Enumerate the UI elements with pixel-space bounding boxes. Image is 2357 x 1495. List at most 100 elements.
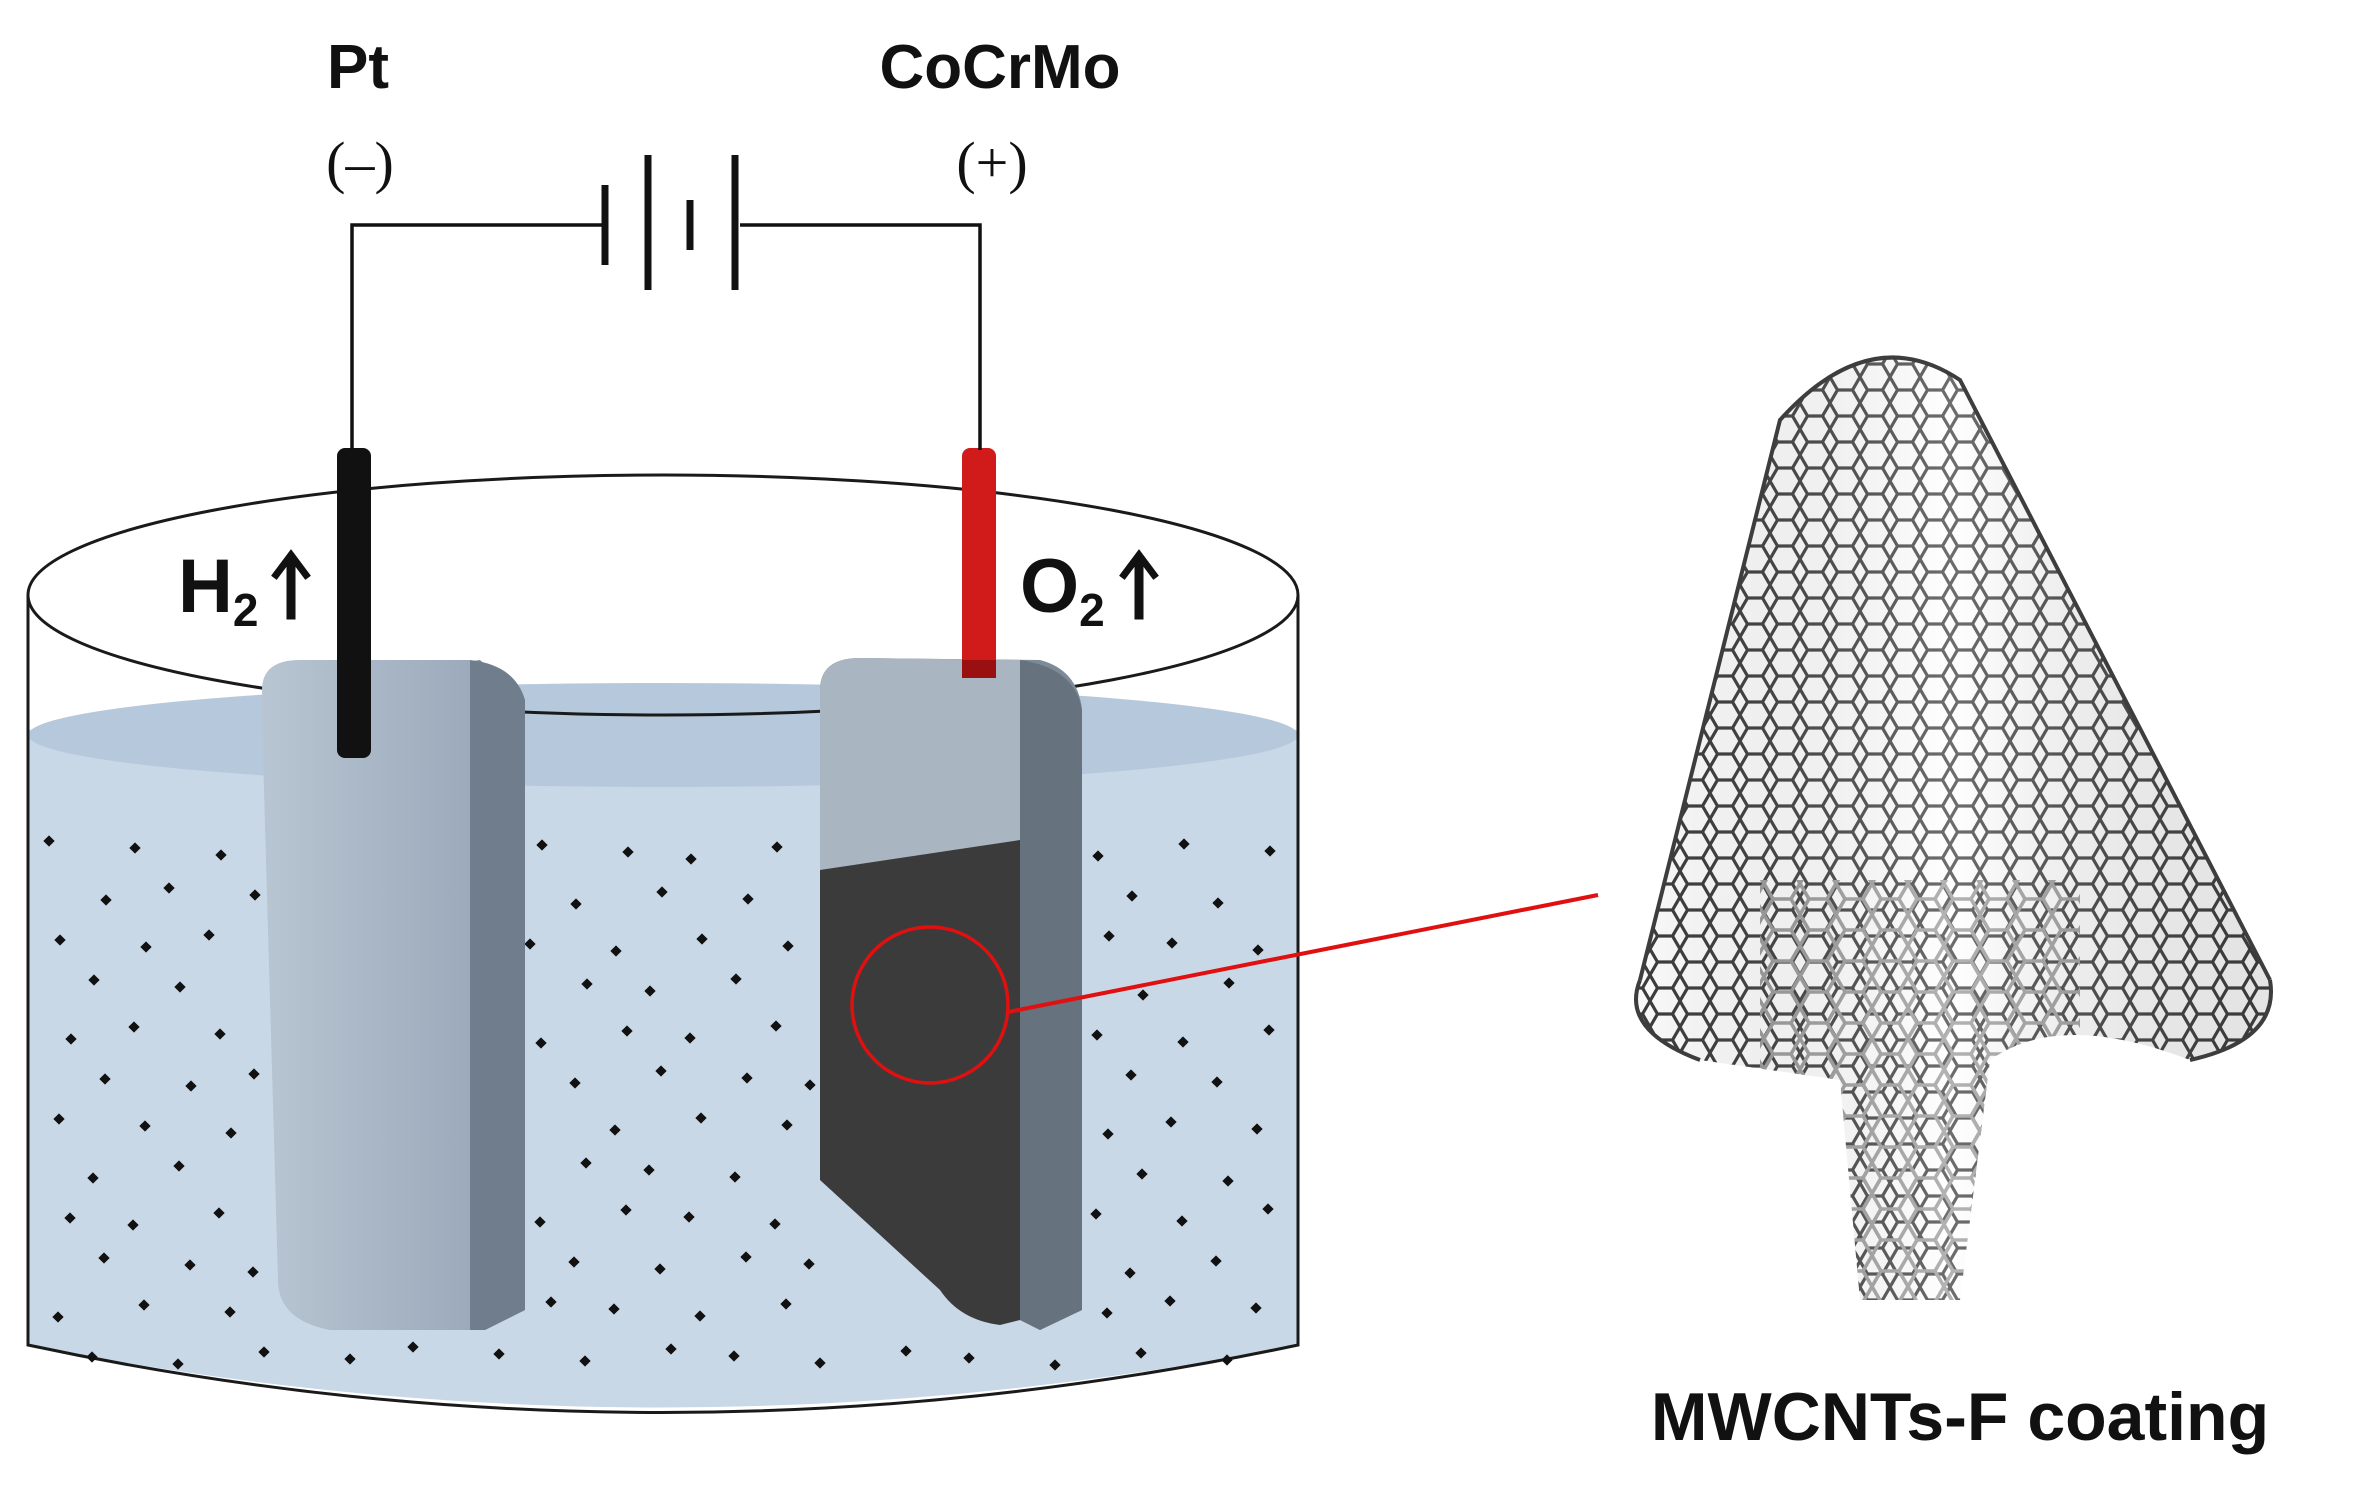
- anode-material-label: Pt: [327, 33, 389, 102]
- particle-dot: [1264, 845, 1276, 857]
- particle-dot: [643, 1164, 655, 1176]
- particle-dot: [1126, 890, 1138, 902]
- particle-dot: [609, 1124, 621, 1136]
- particle-dot: [568, 1256, 580, 1268]
- particle-dot: [728, 1350, 740, 1362]
- particle-dot: [536, 839, 548, 851]
- particle-dot: [1166, 937, 1178, 949]
- particle-dot: [741, 1072, 753, 1084]
- electrolyte: [28, 705, 1298, 1408]
- particle-dot: [579, 1355, 591, 1367]
- particle-dot: [1090, 1208, 1102, 1220]
- particle-dot: [780, 1298, 792, 1310]
- particle-dot: [1178, 838, 1190, 850]
- particle-dot: [696, 933, 708, 945]
- up-arrow-icon: [1119, 549, 1159, 620]
- particle-dot: [87, 1172, 99, 1184]
- coating-label: MWCNTs-F coating: [1651, 1379, 2269, 1455]
- particle-dot: [730, 973, 742, 985]
- particle-dot: [782, 940, 794, 952]
- particle-dot: [1251, 1123, 1263, 1135]
- particle-dot: [99, 1073, 111, 1085]
- particle-dot: [580, 1157, 592, 1169]
- particle-dot: [684, 1032, 696, 1044]
- gas-right-subscript: 2: [1079, 584, 1105, 636]
- particle-dot: [43, 835, 55, 847]
- particle-dot: [1103, 930, 1115, 942]
- particle-dot: [1177, 1036, 1189, 1048]
- particle-dot: [1176, 1215, 1188, 1227]
- particle-dot: [1164, 1295, 1176, 1307]
- particle-dot: [694, 1310, 706, 1322]
- particle-dot: [545, 1296, 557, 1308]
- particle-dot: [685, 853, 697, 865]
- particle-dot: [644, 985, 656, 997]
- particle-dot: [814, 1357, 826, 1369]
- particle-dot: [740, 1251, 752, 1263]
- particle-dot: [128, 1021, 140, 1033]
- particle-dot: [621, 1025, 633, 1037]
- particle-dot: [225, 1127, 237, 1139]
- particle-dot: [493, 1348, 505, 1360]
- gas-left-symbol: H: [178, 544, 233, 629]
- particle-dot: [163, 882, 175, 894]
- particle-dot: [781, 1119, 793, 1131]
- particle-dot: [1165, 1116, 1177, 1128]
- particle-dot: [174, 981, 186, 993]
- particle-dot: [1049, 1359, 1061, 1371]
- gas-left-label: H2: [178, 544, 258, 636]
- particle-dot: [213, 1207, 225, 1219]
- up-arrow-icon: [271, 549, 311, 620]
- particle-dot: [224, 1306, 236, 1318]
- particle-dot: [803, 1258, 815, 1270]
- particle-dot: [249, 889, 261, 901]
- particle-dot: [127, 1219, 139, 1231]
- particle-dot: [215, 849, 227, 861]
- cathode-polarity-label: (+): [956, 130, 1027, 195]
- particle-dot: [1223, 977, 1235, 989]
- particle-dot: [770, 1020, 782, 1032]
- particle-dot: [1210, 1255, 1222, 1267]
- particle-dot: [1263, 1024, 1275, 1036]
- particle-dot: [1222, 1175, 1234, 1187]
- particle-dot: [184, 1259, 196, 1271]
- particle-dot: [407, 1341, 419, 1353]
- negative-lead: [337, 448, 371, 758]
- particle-dot: [535, 1037, 547, 1049]
- particle-dot: [1137, 989, 1149, 1001]
- particle-dot: [138, 1299, 150, 1311]
- particle-dot: [771, 841, 783, 853]
- highlight-circle: [850, 925, 1010, 1085]
- particle-dot: [1101, 1307, 1113, 1319]
- particle-dot: [344, 1353, 356, 1365]
- particle-dot: [53, 1113, 65, 1125]
- particle-dot: [139, 1120, 151, 1132]
- particle-dot: [1250, 1302, 1262, 1314]
- particle-dot: [1252, 944, 1264, 956]
- gas-left-subscript: 2: [233, 584, 259, 636]
- positive-lead: [962, 448, 996, 678]
- particle-dot: [695, 1112, 707, 1124]
- electrolyte-surface: [28, 683, 1298, 787]
- particle-dot: [1211, 1076, 1223, 1088]
- beaker-rim: [26, 473, 1300, 717]
- particle-dot: [172, 1358, 184, 1370]
- particle-dot: [608, 1303, 620, 1315]
- particle-dot: [1221, 1354, 1233, 1366]
- particle-dot: [1135, 1347, 1147, 1359]
- particle-dot: [655, 1065, 667, 1077]
- cathode-material-label: CoCrMo: [879, 33, 1120, 102]
- particle-dot: [258, 1346, 270, 1358]
- particle-dot: [581, 978, 593, 990]
- particle-dot: [52, 1311, 64, 1323]
- particle-dot: [963, 1352, 975, 1364]
- particle-dot: [610, 945, 622, 957]
- particle-dot: [570, 898, 582, 910]
- particle-dot: [1212, 897, 1224, 909]
- particle-dot: [656, 886, 668, 898]
- particle-dot: [1091, 1029, 1103, 1041]
- carbon-nanotube-icon: [1634, 355, 2273, 1300]
- particle-dot: [214, 1028, 226, 1040]
- particle-dot: [1125, 1069, 1137, 1081]
